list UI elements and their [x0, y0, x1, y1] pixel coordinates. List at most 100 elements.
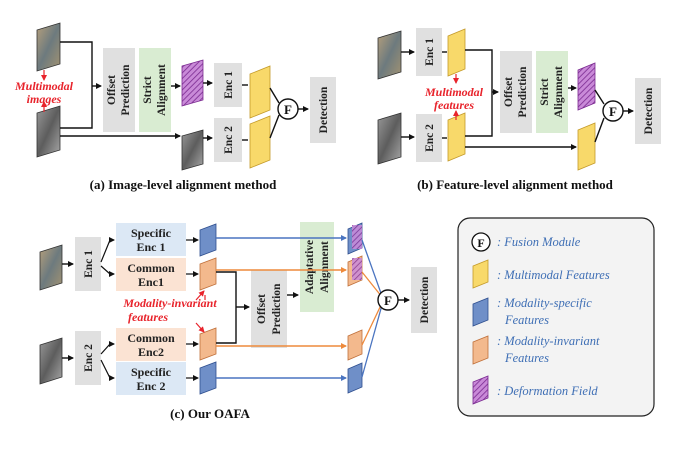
specific-enc1-text-1: Specific	[131, 226, 172, 240]
legend-fusion-label: : Fusion Module	[497, 235, 581, 249]
caption-a: (a) Image-level alignment method	[90, 177, 277, 192]
strict-text-a-1: Strict	[142, 76, 154, 104]
offset-prediction-box-b	[500, 51, 532, 133]
detection-box-b	[635, 78, 661, 144]
legend-specific-label-2: Features	[504, 313, 549, 327]
enc2-text-a: Enc 2	[223, 126, 235, 154]
offset-prediction-box-c	[251, 270, 287, 348]
caption-c: (c) Our OAFA	[170, 406, 250, 421]
input-image-thermal	[36, 105, 61, 158]
invariant-label-2: features	[128, 310, 168, 324]
legend-invariant-label-2: Features	[504, 351, 549, 365]
deformation-field-a	[181, 59, 204, 107]
bracket-a	[60, 41, 93, 129]
enc2-box-c	[75, 331, 101, 385]
multimodal-features-label-2: features	[434, 98, 474, 112]
legend-invariant-icon	[472, 335, 489, 365]
legend-box	[457, 217, 655, 417]
specific-enc2-box	[116, 362, 186, 395]
strict-alignment-box-b	[536, 51, 568, 133]
detection-box-a	[310, 77, 336, 143]
red-arrow-c-bottom	[195, 322, 205, 333]
panel-a: Multimodal images Offset Prediction Stri…	[14, 22, 336, 192]
feature-yellow-a2	[249, 115, 271, 169]
strict-alignment-box-a	[139, 48, 171, 132]
line-feat2-fusion-a	[269, 114, 280, 139]
offset-prediction-box-a	[103, 48, 135, 132]
offset-text-c-2: Prediction	[271, 283, 283, 334]
bracket-b	[465, 49, 493, 137]
legend: F : Fusion Module : Multimodal Features …	[457, 217, 655, 417]
strict-text-b-2: Alignment	[553, 66, 565, 118]
branch-enc2-common	[100, 341, 115, 355]
fuse-line-3	[361, 302, 383, 346]
strict-text-b-1: Strict	[539, 78, 551, 106]
deformation-field-b	[577, 62, 596, 111]
enc1-box-a	[214, 63, 242, 107]
panel-b: Enc 1 Enc 2 Multimodal features Offset P…	[377, 28, 661, 192]
aligned-specific-2	[347, 362, 363, 394]
feature-yellow-a1	[249, 65, 271, 119]
offset-text-b-1: Offset	[503, 77, 515, 107]
enc2-text-b: Enc 2	[424, 124, 436, 152]
input-image-rgb-b	[377, 30, 402, 80]
thermal-image-a2	[181, 129, 204, 171]
multimodal-features-label-1: Multimodal	[424, 85, 484, 99]
common-enc1-text-1: Common	[127, 261, 175, 275]
adaptive-alignment-box	[300, 222, 334, 312]
enc1-text-a: Enc 1	[223, 71, 235, 99]
fusion-symbol-c: F	[384, 293, 392, 308]
common-enc2-text-2: Enc2	[138, 345, 164, 359]
enc1-text-c: Enc 1	[83, 250, 95, 278]
feature-specific-1	[199, 223, 217, 257]
branch-enc1-specific	[100, 237, 115, 263]
strict-text-a-2: Alignment	[156, 64, 168, 116]
bracket-c	[216, 271, 237, 344]
detection-text-c: Detection	[419, 276, 431, 323]
deformation-overlay-1	[352, 225, 362, 249]
enc2-box-b	[416, 114, 442, 162]
feature-invariant-2	[199, 327, 217, 361]
feature-yellow-b1	[447, 28, 466, 77]
feature-yellow-b2	[447, 112, 466, 162]
specific-enc2-text-2: Enc 2	[136, 379, 165, 393]
enc2-text-c: Enc 2	[83, 344, 95, 372]
fuse-line-2	[361, 271, 383, 298]
legend-fusion-icon	[471, 232, 491, 252]
branch-enc1-common	[100, 265, 115, 277]
input-image-thermal-c	[39, 337, 63, 385]
red-arrow-c-top	[195, 290, 205, 301]
fusion-symbol-b: F	[609, 104, 617, 119]
legend-invariant-label-1: : Modality-invariant	[497, 334, 600, 348]
invariant-label-1: Modality-invariant	[122, 296, 217, 310]
input-image-rgb-c	[39, 244, 63, 291]
common-enc2-text-1: Common	[127, 331, 175, 345]
panel-c: Enc 1 Enc 2 Specific Enc 1 Common Enc1 C…	[39, 222, 437, 421]
legend-fusion-symbol: F	[477, 236, 484, 250]
legend-specific-label-1: : Modality-specific	[497, 296, 592, 310]
branch-enc2-specific	[100, 359, 115, 381]
legend-specific-icon	[472, 297, 489, 327]
caption-b: (b) Feature-level alignment method	[417, 177, 614, 192]
specific-enc1-text-2: Enc 1	[136, 240, 165, 254]
feature-invariant-1	[199, 257, 217, 291]
offset-text-b-2: Prediction	[517, 66, 529, 117]
enc1-text-b: Enc 1	[424, 38, 436, 66]
line-deform-fusion-b	[594, 89, 605, 105]
offset-text-c-1: Offset	[256, 294, 268, 324]
input-image-rgb	[36, 22, 61, 72]
legend-deformation-label: : Deformation Field	[497, 384, 598, 398]
fuse-line-1	[361, 239, 383, 297]
fuse-line-4	[361, 304, 383, 378]
offset-text-a-1: Offset	[106, 75, 118, 105]
specific-enc1-box	[116, 223, 186, 256]
adaptive-text-1: Adaptative	[304, 240, 316, 294]
fusion-symbol-a: F	[284, 102, 292, 117]
legend-multimodal-icon	[472, 259, 489, 289]
common-enc1-box	[116, 258, 186, 291]
aligned-invariant-2	[347, 329, 363, 361]
legend-multimodal-label: : Multimodal Features	[497, 268, 610, 282]
feature-yellow-b3	[577, 122, 596, 171]
enc1-box-b	[416, 28, 442, 76]
